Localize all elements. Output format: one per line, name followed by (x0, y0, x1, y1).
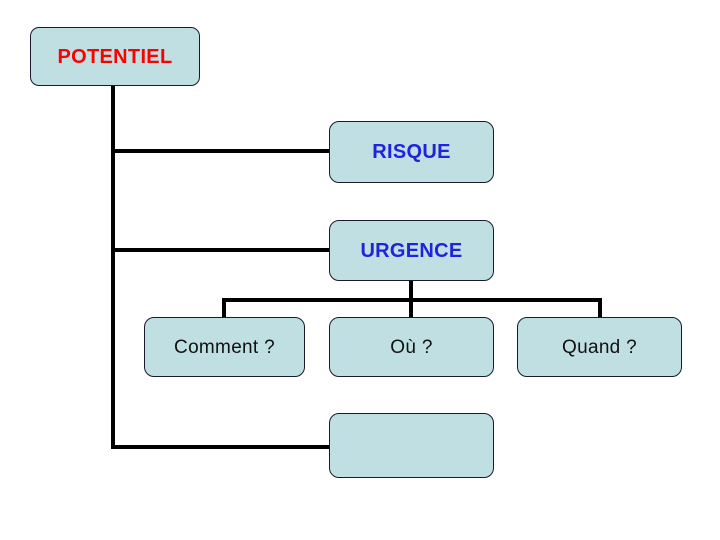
node-potentiel[interactable]: POTENTIEL (30, 27, 200, 86)
connector-potentiel-to-risque (111, 149, 331, 153)
node-ou[interactable]: Où ? (329, 317, 494, 377)
node-comment-label: Comment ? (174, 336, 275, 358)
connector-trunk-potentiel (111, 85, 115, 449)
node-quand[interactable]: Quand ? (517, 317, 682, 377)
connector-urgence-to-ou (409, 298, 413, 319)
node-risque[interactable]: RISQUE (329, 121, 494, 183)
node-urgence-label: URGENCE (360, 239, 463, 262)
connector-urgence-to-comment (222, 298, 226, 319)
node-urgence[interactable]: URGENCE (329, 220, 494, 281)
node-quand-label: Quand ? (562, 336, 637, 358)
node-potentiel-label: POTENTIEL (57, 45, 173, 68)
connector-urgence-to-quand (598, 298, 602, 319)
node-empty[interactable] (329, 413, 494, 478)
node-risque-label: RISQUE (372, 141, 451, 163)
node-comment[interactable]: Comment ? (144, 317, 305, 377)
node-ou-label: Où ? (390, 336, 433, 358)
connector-potentiel-to-empty (111, 445, 331, 449)
connector-potentiel-to-urgence (111, 248, 331, 252)
